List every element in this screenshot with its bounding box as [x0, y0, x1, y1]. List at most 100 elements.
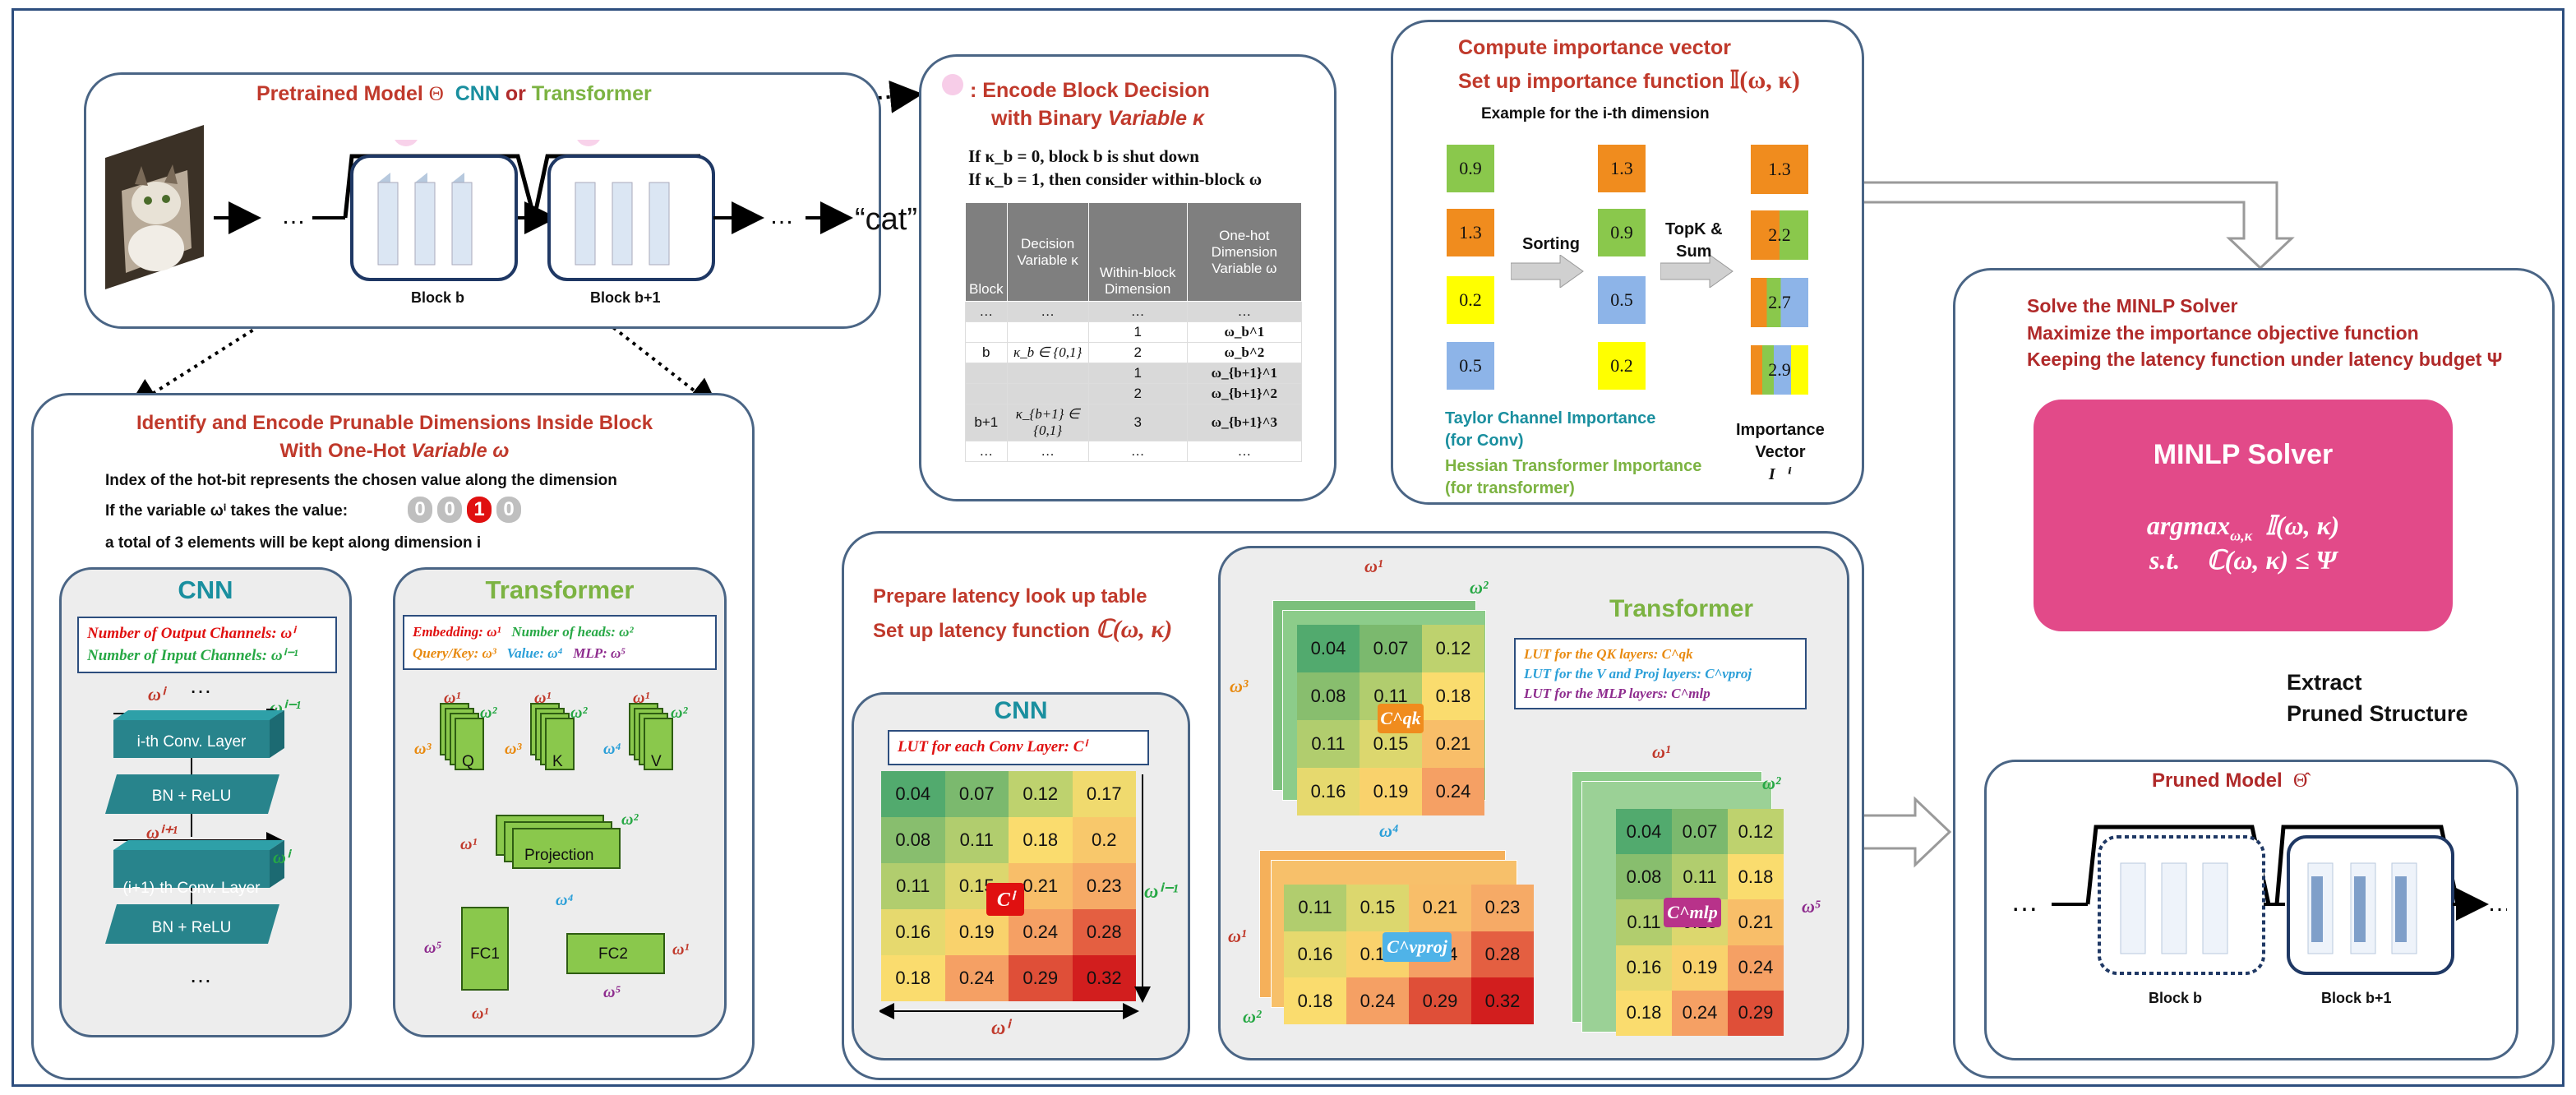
lut-cell: 0.24 — [1009, 909, 1073, 955]
lut-cell: 0.15 — [1360, 720, 1422, 768]
v-w2: ω² — [671, 704, 688, 722]
topk-text: TopK & — [1665, 220, 1723, 238]
hollow-arrow-latency — [1848, 796, 1952, 868]
lut-cell: 0.16 — [1297, 768, 1360, 815]
lut-cell: 0.18 — [1616, 990, 1672, 1036]
cnn-legend-in: Number of Input Channels: ωⁱ⁻¹ — [87, 646, 298, 664]
cat-image — [105, 125, 204, 289]
qk-w1: ω¹ — [1364, 556, 1383, 576]
cnn-lut-legend: LUT for each Conv Layer: Cⁱ — [888, 730, 1149, 765]
cnn-layer-2: (i+1)-th Conv. Layer — [122, 880, 261, 897]
decision-table: Block Decision Variable κ Within-block D… — [965, 202, 1303, 462]
block-chain: … … — [214, 140, 853, 281]
legend-heads: Number of heads: ω² — [511, 624, 634, 640]
lut-vproj-legend: LUT for the V and Proj layers: C^vproj — [1524, 665, 1752, 681]
lut-cell: 0.15 — [1346, 885, 1409, 931]
lut-cell: 0.18 — [1422, 672, 1484, 720]
cnn-layer-stack — [105, 709, 284, 944]
mlp-w1: ω¹ — [1652, 742, 1671, 762]
lut-cell: 0.12 — [1009, 771, 1073, 817]
vproj-w1: ω¹ — [1228, 926, 1247, 946]
importance-title-2-text: Set up importance function — [1458, 70, 1724, 93]
lut-cell: 0.24 — [1728, 945, 1784, 991]
objective-sub: ω,κ — [2230, 527, 2253, 544]
transformer-lut-legend: LUT for the QK layers: C^qk LUT for the … — [1514, 638, 1807, 710]
hessian-line-2: (for transformer) — [1445, 479, 1575, 497]
transformer-subpanel-title: Transformer — [485, 575, 635, 604]
lut-cell: 0.32 — [1072, 955, 1136, 1001]
transformer-lut-title: Transformer — [1609, 595, 1754, 622]
lut-cell: 0.16 — [881, 909, 945, 955]
bit-badge-hot: 1 — [467, 497, 492, 523]
qk-tag: C^qk — [1378, 704, 1424, 733]
minlp-description: Solve the MINLP Solver Maximize the impo… — [2027, 293, 2502, 373]
extract-line-1: Extract — [2287, 670, 2362, 695]
lut-cell: 0.24 — [1346, 977, 1409, 1024]
cnn-dots-bottom: … — [189, 962, 212, 987]
cnn-subpanel-title: CNN — [178, 575, 233, 604]
proj-w2: ω² — [621, 811, 639, 829]
taylor-line-2: (for Conv) — [1445, 432, 1524, 450]
lut-cell: 0.21 — [1728, 899, 1784, 945]
lut-cell: 0.04 — [1616, 809, 1672, 855]
importance-cell: 0.2 — [1447, 276, 1494, 324]
topk-label: TopK & Sum — [1665, 219, 1723, 263]
pretrained-title: Pretrained Model Θ CNN or Transformer — [256, 82, 652, 106]
minlp-constraint: s.t. ℂ(ω, κ) ≤ Ψ — [2034, 544, 2453, 575]
extract-line-2: Pruned Structure — [2287, 700, 2468, 726]
encode-title-var: Variable κ — [1107, 107, 1205, 130]
transformer-label: Transformer — [531, 82, 652, 105]
minlp-solver-title: MINLP Solver — [2153, 439, 2334, 470]
lut-cell: 0.08 — [1297, 672, 1360, 720]
cnn-label: CNN — [455, 82, 500, 105]
or-label: or — [505, 82, 526, 105]
lut-cell: 0.18 — [1728, 854, 1784, 900]
lut-cell: 0.24 — [944, 955, 1009, 1001]
proj-w1: ω¹ — [460, 835, 478, 853]
vector-line-2: Vector — [1755, 443, 1806, 461]
k-w1: ω¹ — [534, 689, 552, 707]
k-label: K — [552, 753, 563, 770]
fc2-w5: ω⁵ — [603, 983, 621, 1001]
taylor-label: Taylor Channel Importance (for Conv) — [1445, 408, 1655, 452]
constraint-expr: ℂ(ω, κ) ≤ Ψ — [2206, 545, 2338, 575]
k-w3: ω³ — [505, 740, 522, 758]
lut-cell: 0.19 — [1672, 945, 1728, 991]
lut-cell: 0.11 — [944, 817, 1009, 863]
cnn-lut-title: CNN — [994, 697, 1048, 724]
sorted-cell: 0.2 — [1598, 342, 1646, 390]
table-row: ………… — [965, 301, 1303, 322]
vector-cell: 2.2 — [1768, 224, 1791, 245]
cnn-omega-i-green: ωⁱ — [273, 847, 289, 867]
vector-symbol: I⃗ⁱ — [1768, 465, 1792, 483]
vproj-w4: ω⁴ — [1379, 820, 1399, 841]
sorting-arrow — [1511, 255, 1584, 288]
lut-cell: 0.23 — [1072, 863, 1136, 909]
q-w2: ω² — [480, 704, 497, 722]
cnn-omega-i: ωⁱ — [148, 684, 164, 705]
lut-cell: 0.12 — [1728, 809, 1784, 855]
fc2-w1: ω¹ — [672, 940, 690, 959]
lut-cell: 0.16 — [1284, 931, 1346, 978]
table-header-onehot: One-hot Dimension Variable ω — [1186, 202, 1303, 302]
legend-qk: Query/Key: ω³ — [413, 645, 496, 661]
lut-cell: 0.04 — [1297, 625, 1360, 672]
vector-cell-bg — [1751, 278, 1808, 327]
prunable-line-3: a total of 3 elements will be kept along… — [105, 534, 482, 552]
mlp-lut-grid: 0.040.070.120.080.110.180.110.150.210.16… — [1616, 809, 1784, 1036]
cnn-dots-top: … — [189, 672, 212, 698]
objective-func: 𝕀(ω, κ) — [2265, 511, 2340, 540]
table-header-block: Block — [965, 202, 1008, 302]
bit-badge: 0 — [408, 497, 432, 523]
cnn-layer-1: i-th Conv. Layer — [136, 733, 247, 751]
lut-cell: 0.29 — [1409, 977, 1471, 1024]
lut-cell: 0.18 — [1284, 977, 1346, 1024]
q-w1: ω¹ — [444, 689, 461, 707]
importance-cell: 1.3 — [1447, 209, 1494, 256]
cnn-lut-y-axis — [1134, 774, 1151, 1003]
ellipsis-left: … — [281, 202, 306, 229]
lut-cell: 0.08 — [1616, 854, 1672, 900]
